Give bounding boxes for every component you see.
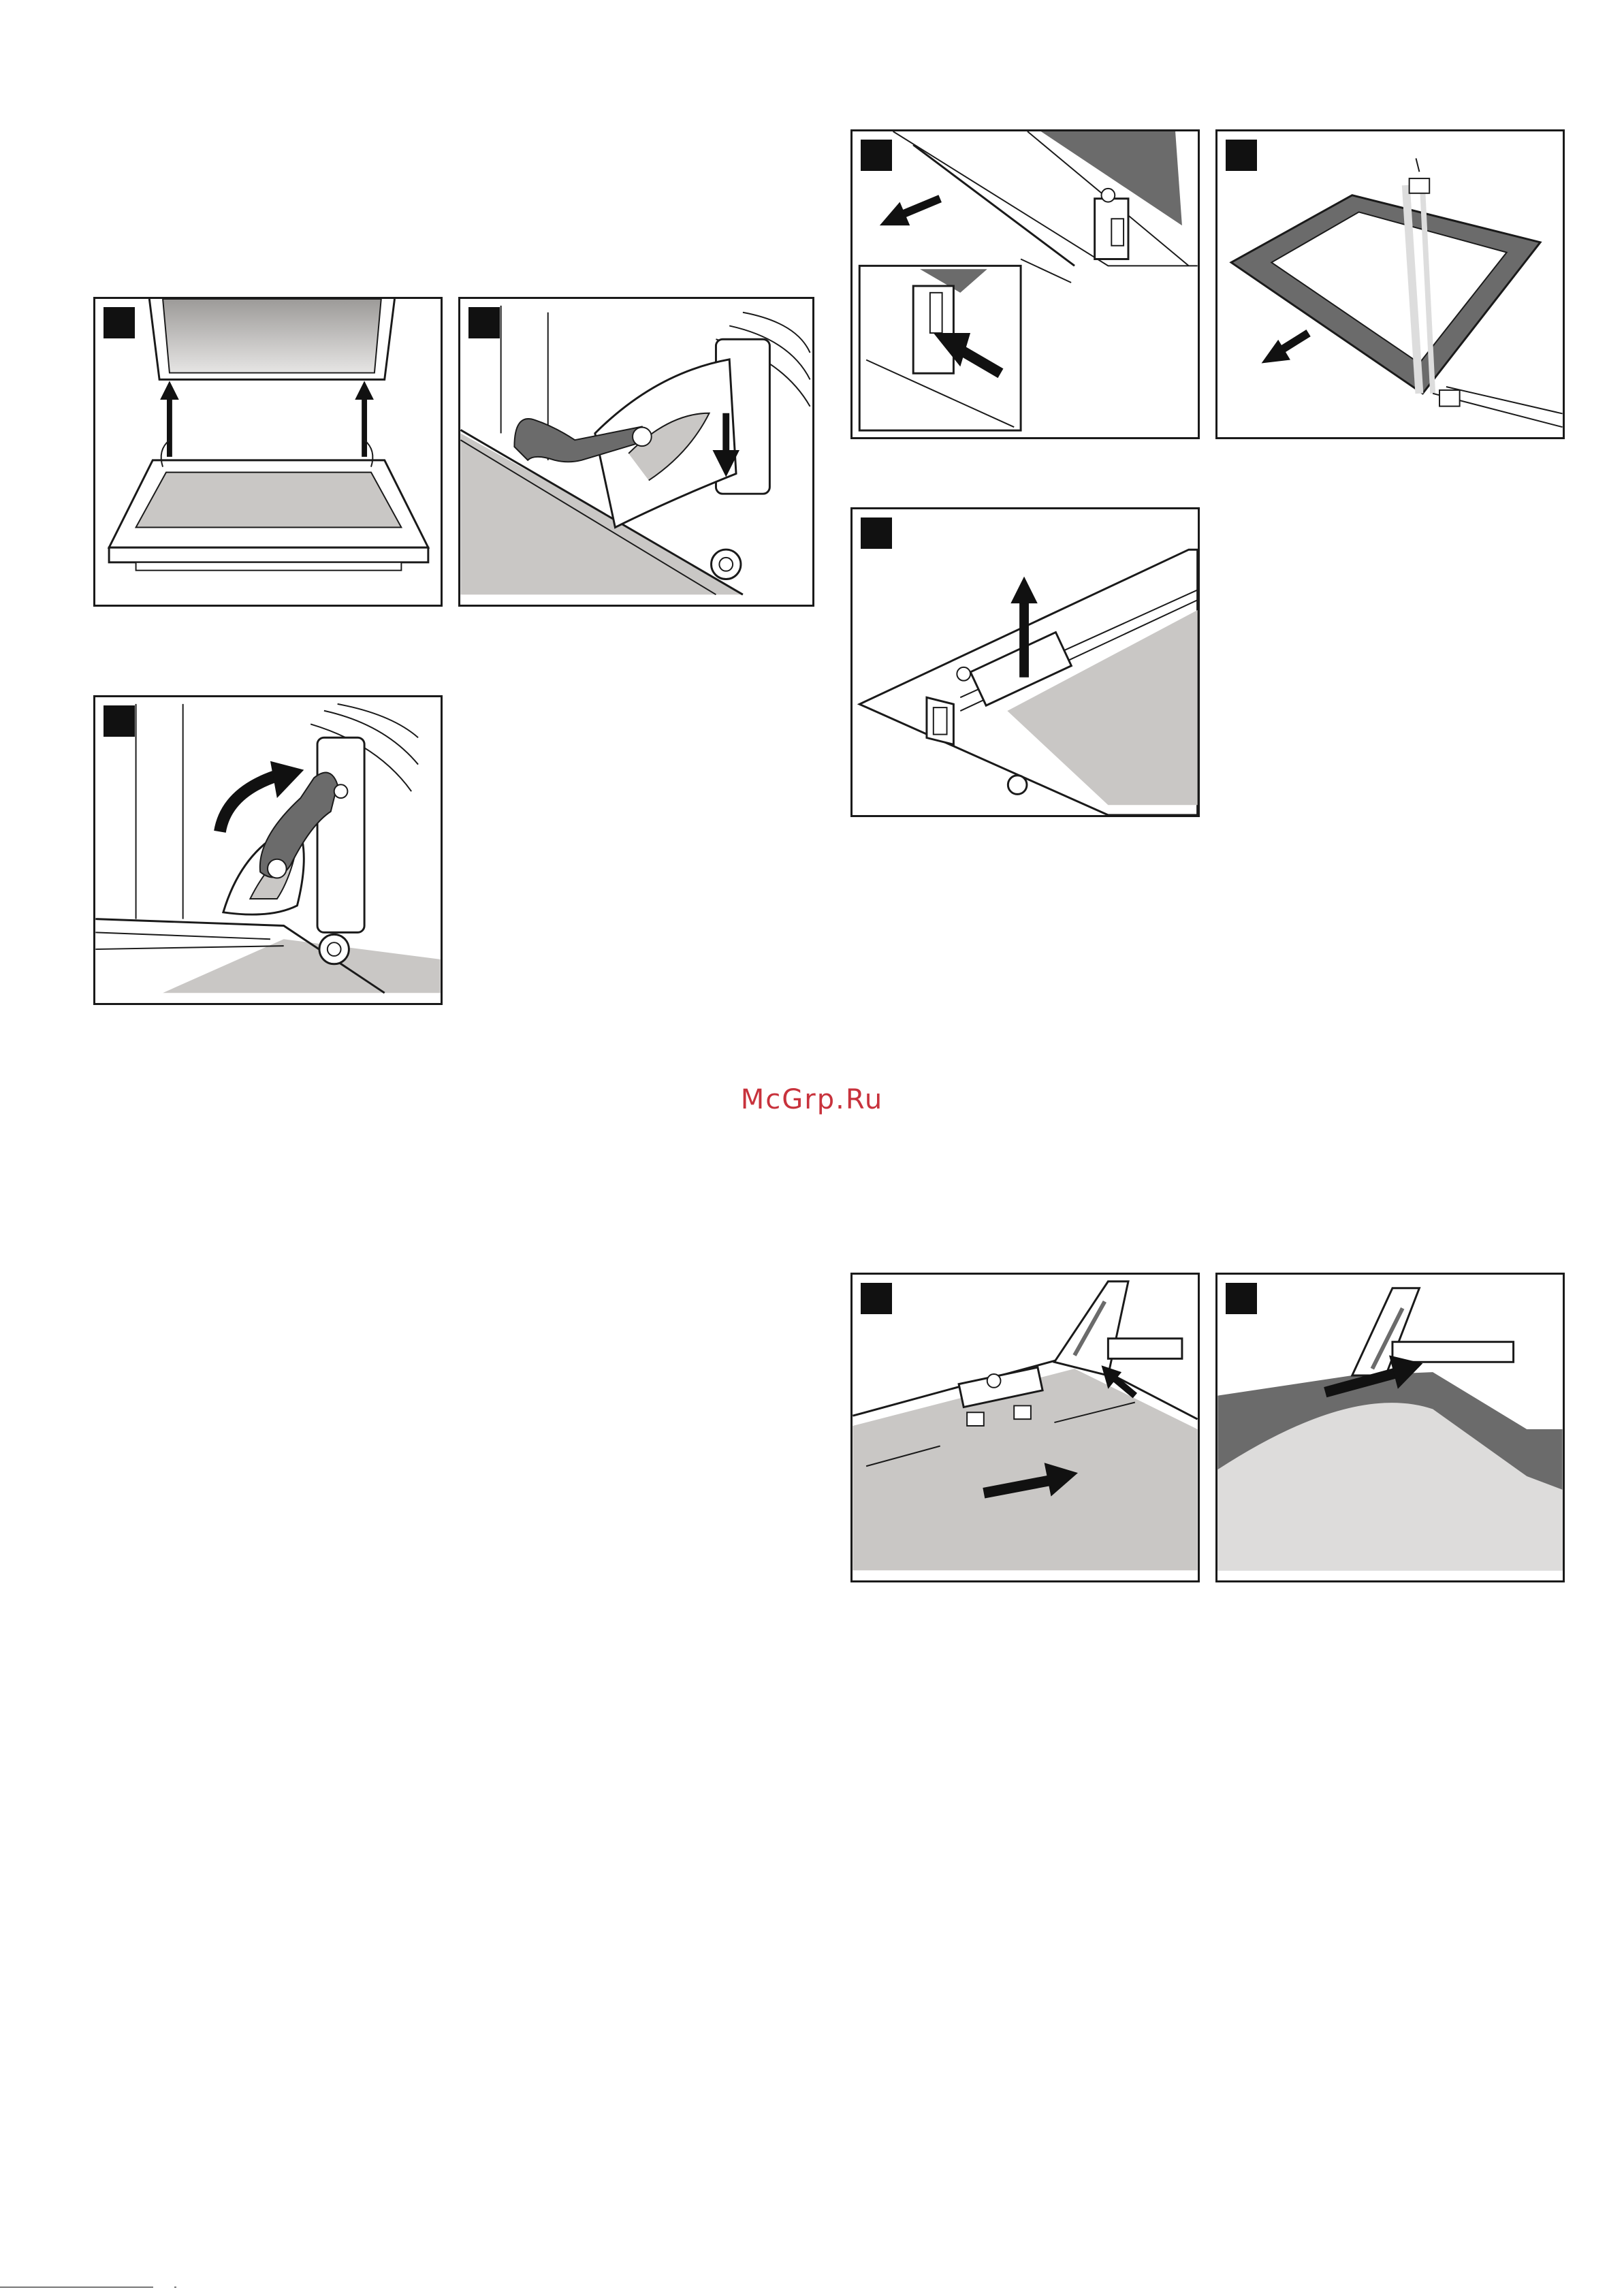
step-marker — [861, 1283, 892, 1314]
step-marker — [104, 307, 135, 338]
figure-6-illustration — [853, 509, 1198, 815]
figure-8-illustration — [1217, 1275, 1563, 1580]
figure-4-cover-out — [850, 129, 1200, 439]
figure-3-hinge-up — [93, 695, 443, 1005]
figure-4-illustration — [853, 131, 1198, 437]
step-marker — [861, 140, 892, 171]
figure-1-door-glass — [93, 297, 443, 607]
footer-tick — [174, 2287, 176, 2288]
figure-1-illustration — [95, 299, 441, 605]
step-marker — [104, 705, 135, 737]
step-marker — [861, 517, 892, 549]
figure-5-illustration — [1217, 131, 1563, 437]
arrow-left-icon — [880, 199, 940, 225]
figure-5-pane-out — [1215, 129, 1565, 439]
figure-3-illustration — [95, 697, 441, 1003]
step-marker — [1226, 140, 1257, 171]
figure-2-hinge-down — [458, 297, 814, 607]
arrow-up-icon — [355, 381, 374, 457]
arrow-up-icon — [160, 381, 179, 457]
step-marker — [468, 307, 500, 338]
figure-6-clip-up — [850, 507, 1200, 817]
figure-2-illustration — [460, 299, 812, 605]
figure-7-pane-in — [850, 1273, 1200, 1582]
step-marker — [1226, 1283, 1257, 1314]
footer-rule — [0, 2287, 153, 2288]
arrow-down-left-icon — [1262, 333, 1309, 363]
watermark: McGrp.Ru — [0, 1084, 1624, 1115]
figure-8-cover-back — [1215, 1273, 1565, 1582]
figure-7-illustration — [853, 1275, 1198, 1580]
